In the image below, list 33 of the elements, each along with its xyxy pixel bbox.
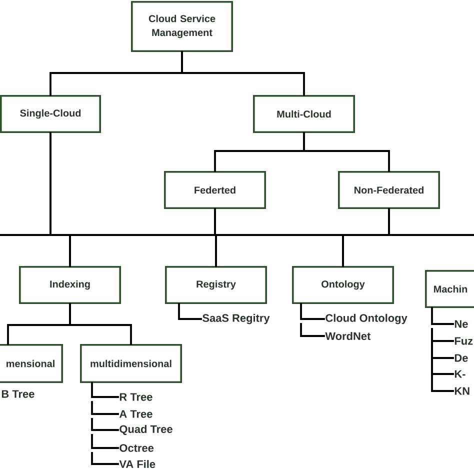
item-label: A Tree	[119, 410, 152, 418]
item-label: Quad Tree	[120, 424, 172, 436]
item-label: Ne	[454, 320, 468, 328]
item-label: VA File	[119, 460, 156, 468]
item-label: WordNet	[325, 332, 371, 340]
category-box: Federted	[164, 171, 266, 209]
category-box: Non-Federated	[338, 171, 440, 209]
category-box: Single-Cloud	[0, 95, 101, 133]
connector-line	[91, 382, 119, 465]
category-box: Machin	[425, 270, 474, 308]
category-box: mensional	[0, 344, 63, 383]
category-box: Cloud Service Management	[131, 1, 233, 52]
category-box: Ontology	[292, 266, 394, 304]
connector-line	[303, 132, 390, 172]
item-label: K-	[454, 370, 466, 378]
item-label: Octree	[120, 444, 154, 452]
item-label: De	[454, 354, 468, 362]
item-label: B Tree	[2, 390, 34, 398]
connector-line	[300, 303, 325, 337]
category-box: Registry	[165, 266, 267, 304]
connector-line	[0, 132, 474, 267]
item-label: SaaS Regitry	[202, 314, 270, 324]
category-box: Multi-Cloud	[253, 95, 355, 133]
connector-line	[178, 303, 202, 320]
connector-line	[181, 51, 305, 96]
category-box: Indexing	[19, 266, 121, 304]
category-box: multidimensional	[80, 344, 182, 383]
item-label: KN	[454, 387, 470, 395]
item-label: Cloud Ontology	[326, 314, 408, 324]
item-label: R Tree	[120, 393, 152, 401]
connector-line	[69, 303, 132, 345]
item-label: Fuz	[454, 337, 473, 345]
connector-line	[431, 307, 454, 392]
